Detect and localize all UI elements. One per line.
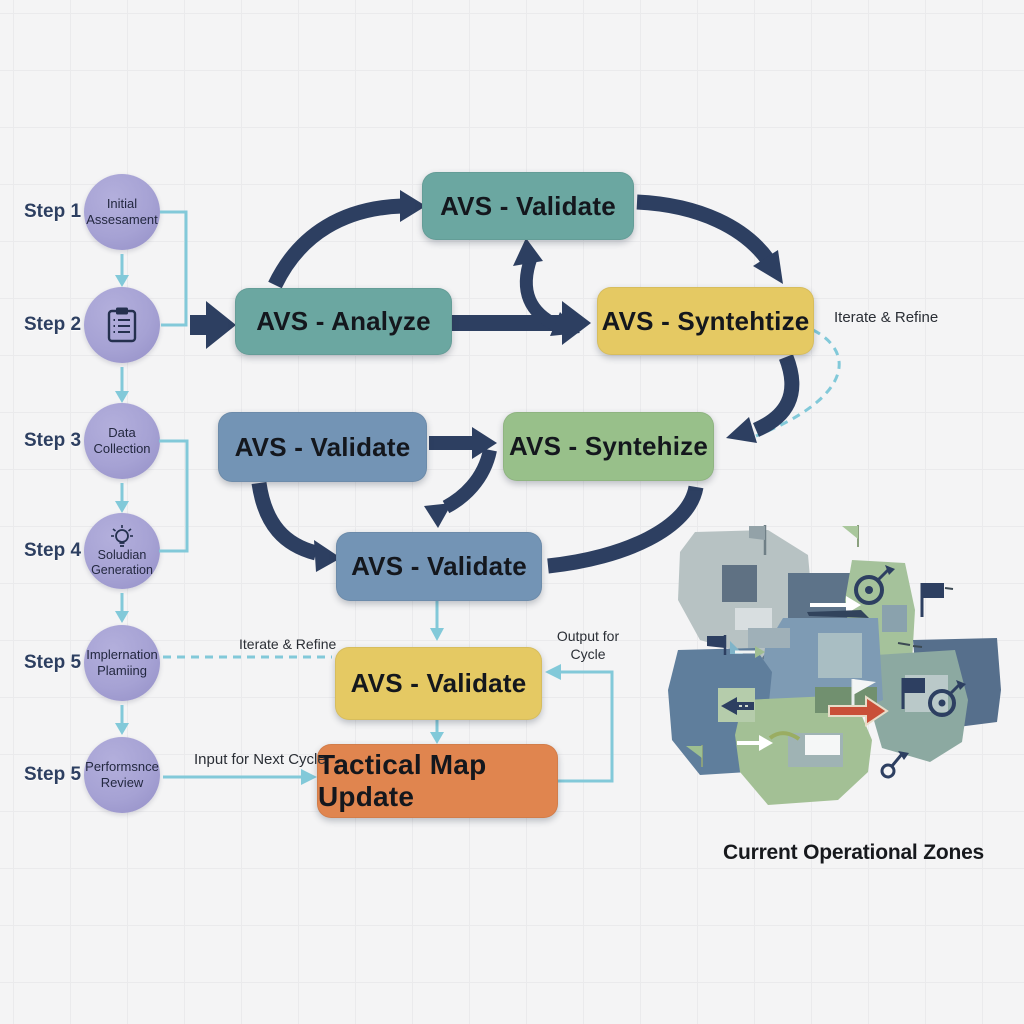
map-building [805,735,840,755]
map-building [882,605,907,632]
flag-icon [901,678,925,709]
map-building [722,565,757,602]
validate-to-validate-arrow [430,601,444,641]
left-arrow-icon [721,697,754,715]
box-avs-validate-top: AVS - Validate [422,172,634,240]
step-circle-text: Initial Assesament [86,196,158,227]
validate-to-syntehtize-arrow [636,194,783,284]
red-arrow-icon [828,695,889,727]
map-scribble [944,587,954,590]
box-avs-syntehtize: AVS - Syntehtize [597,287,814,355]
flag-icon [749,525,767,555]
step-label-5: Step 5 [24,652,82,673]
step-label-3: Step 3 [24,430,82,451]
step-circle-initial-assessment: Initial Assesament [84,174,160,250]
syntehtize-to-syntehize-arrow [726,354,800,443]
step-circle-solution-generation: Soludian Generation [84,513,160,589]
iterate-refine-label-left: Iterate & Refine [239,636,337,652]
box-avs-validate-blue: AVS - Validate [218,412,427,482]
box-avs-analyze: AVS - Analyze [235,288,452,355]
input-next-cycle-label: Input for Next Cycle [194,751,326,768]
double-curve-arrow [513,238,580,336]
analyze-to-syntehtize-straight-arrow [452,301,591,345]
flag-icon [920,583,944,617]
entry-arrow [190,301,236,349]
map-scribble [768,731,801,741]
map-building [818,633,862,678]
map-scribble [897,642,923,648]
step-circle-data-collection: Data Collection [84,403,160,479]
lightbulb-icon [111,524,133,547]
step-circle-text: Data Collection [93,425,151,456]
input-next-cycle-arrow [163,769,317,785]
white-arrow-icon [807,596,869,618]
flag-icon [686,745,703,767]
step-circle-checklist [84,287,160,363]
output-for-cycle-label: Output for Cycle [556,628,620,662]
validate-down-curve-arrow [251,481,341,572]
validate-to-syntehize-arrow [424,427,497,528]
key-icon [880,751,909,779]
box-avs-validate-yellow: AVS - Validate [335,647,542,720]
box-avs-syntehize-green: AVS - Syntehize [503,412,714,481]
map-building [748,628,790,648]
step-circle-text: Implernation Plamiing [86,647,158,678]
step-circle-text: Performsnce Review [85,759,159,790]
flag-icon [707,635,765,658]
map-caption: Current Operational Zones [723,841,985,864]
step-label-2: Step 2 [24,314,82,335]
iterate-refine-label-top: Iterate & Refine [834,309,939,326]
target-icon [854,565,895,605]
step-label-6: Step 5 [24,764,82,785]
map-building [735,608,772,630]
operational-zones-map [668,525,1001,805]
step-label-4: Step 4 [24,540,82,561]
box-tactical-map-update: Tactical Map Update [317,744,558,818]
box-avs-validate-mid: AVS - Validate [336,532,542,601]
target-icon [928,680,966,717]
analyze-to-validate-arrow [268,190,426,289]
step-circle-text: Soludian Generation [91,547,153,577]
step-circle-performance-review: Performsnce Review [84,737,160,813]
step-circle-implementation-planning: Implernation Plamiing [84,625,160,701]
flag-icon [842,525,859,547]
white-arrow-icon [737,735,773,751]
step-label-1: Step 1 [24,201,82,222]
validate-to-tactical-arrow [430,720,444,744]
clipboard-icon [107,307,137,343]
